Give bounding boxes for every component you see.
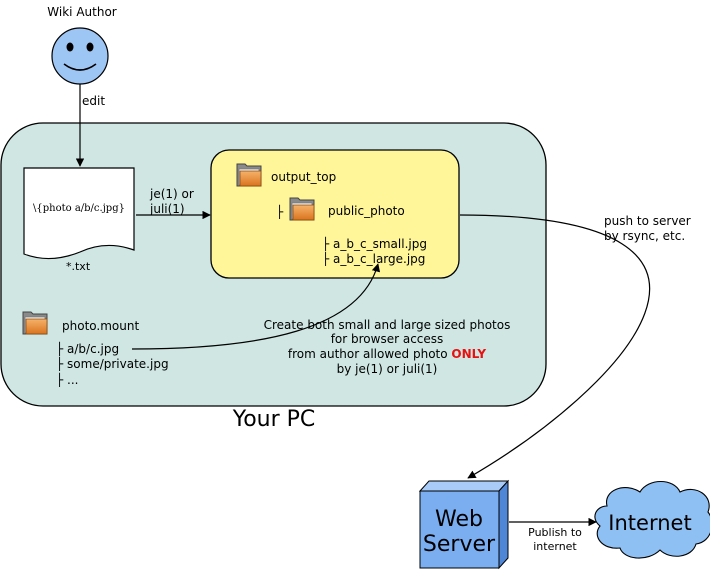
photo-mount-item-3: ├ ... <box>56 372 78 387</box>
public-photo-label: public_photo <box>328 204 405 218</box>
description-line2: for browser access <box>331 332 444 346</box>
public-photo-folder-icon <box>289 197 315 221</box>
convert-label-line2: juli(1) <box>149 202 185 216</box>
description-line3-prefix: from author allowed photo <box>288 347 448 361</box>
convert-label-line1: je(1) or <box>149 187 194 201</box>
publish-label-line2: internet <box>533 540 577 553</box>
output-file-small: ├ a_b_c_small.jpg <box>322 236 427 251</box>
push-label-line1: push to server <box>604 214 691 228</box>
push-arrow <box>459 214 651 479</box>
source-document-extension: *.txt <box>66 260 91 273</box>
description-line4: by je(1) or juli(1) <box>337 362 438 376</box>
source-document-icon <box>23 167 135 260</box>
description-line3: from author allowed photo ONLY <box>288 347 487 361</box>
edit-label: edit <box>82 94 105 108</box>
photo-mount-item-1: ├ a/b/c.jpg <box>56 341 119 356</box>
output-box <box>210 149 460 279</box>
photo-flow-arrow <box>131 263 381 350</box>
actor-label: Wiki Author <box>47 5 117 19</box>
web-server-line2: Server <box>423 532 496 557</box>
photo-mount-label: photo.mount <box>62 319 139 333</box>
subfolder-branch: ├ <box>276 204 284 219</box>
internet-label: Internet <box>608 511 691 535</box>
push-label-line2: by rsync, etc. <box>604 229 685 243</box>
source-document-content: \{photo a/b/c.jpg} <box>33 203 125 214</box>
pc-label: Your PC <box>232 407 316 432</box>
description-line1: Create both small and large sized photos <box>264 318 511 332</box>
output-top-label: output_top <box>271 170 336 184</box>
web-server-line1: Web <box>435 507 483 532</box>
cloud-icon <box>594 480 710 559</box>
photo-mount-item-2: ├ some/private.jpg <box>56 356 169 371</box>
web-server-icon <box>418 479 510 570</box>
output-top-folder-icon <box>236 163 262 187</box>
photo-mount-folder-icon <box>22 311 48 335</box>
output-file-large: ├ a_b_c_large.jpg <box>322 251 425 266</box>
publish-label-line1: Publish to <box>528 526 582 539</box>
smiley-face-icon <box>51 27 109 85</box>
description-emphasis: ONLY <box>451 347 486 361</box>
